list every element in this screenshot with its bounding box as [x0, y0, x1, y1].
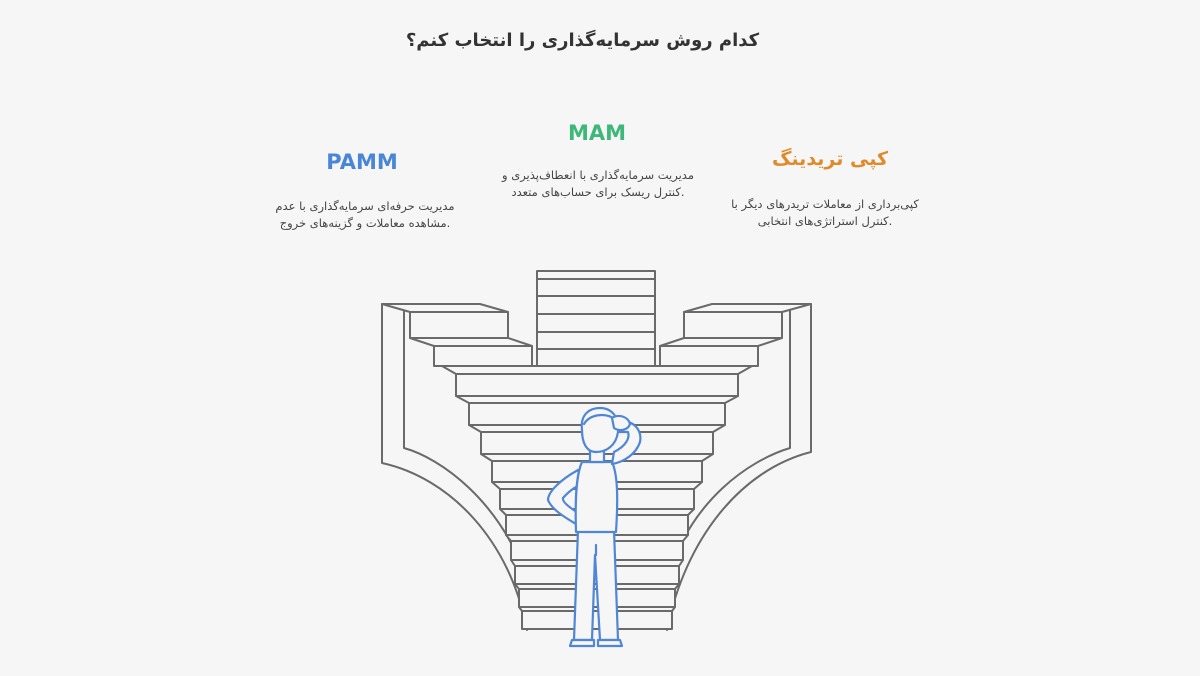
pamm-desc-line-1: مدیریت حرفه‌ای سرمایه‌گذاری با عدم — [275, 199, 455, 213]
staircase — [381, 270, 812, 631]
mam-desc-line-1: مدیریت سرمایه‌گذاری با انعطاف‌پذیری و — [502, 168, 694, 182]
pamm-heading: PAMM — [326, 150, 398, 174]
person-hand — [610, 414, 632, 432]
person-right-arm — [610, 420, 642, 466]
thinking-person-icon — [546, 406, 642, 648]
pamm-desc-line-2: .مشاهده معاملات و گزینه‌های خروج — [279, 216, 451, 230]
right-branch-steps — [659, 303, 812, 367]
page-title: کدام روش سرمایه‌گذاری را انتخاب کنم؟ — [405, 30, 760, 51]
copy-trading-desc-line-1: کپی‌برداری از معاملات تریدرهای دیگر با — [731, 197, 919, 211]
pamm-description: مدیریت حرفه‌ای سرمایه‌گذاری با عدم .مشاه… — [250, 198, 480, 232]
person-shoes — [568, 638, 624, 648]
copy-trading-heading: کپی تریدینگ — [771, 148, 889, 170]
person-torso — [574, 460, 619, 534]
mam-heading: MAM — [567, 121, 627, 145]
left-branch-steps — [381, 303, 533, 367]
mam-description: مدیریت سرمایه‌گذاری با انعطاف‌پذیری و .ک… — [478, 167, 718, 201]
mam-desc-line-2: .کنترل ریسک برای حساب‌های متعدد — [511, 185, 685, 199]
center-stack — [536, 270, 656, 367]
copy-trading-description: کپی‌برداری از معاملات تریدرهای دیگر با .… — [700, 196, 950, 230]
copy-trading-desc-line-2: .کنترل استراتژی‌های انتخابی — [757, 214, 893, 228]
